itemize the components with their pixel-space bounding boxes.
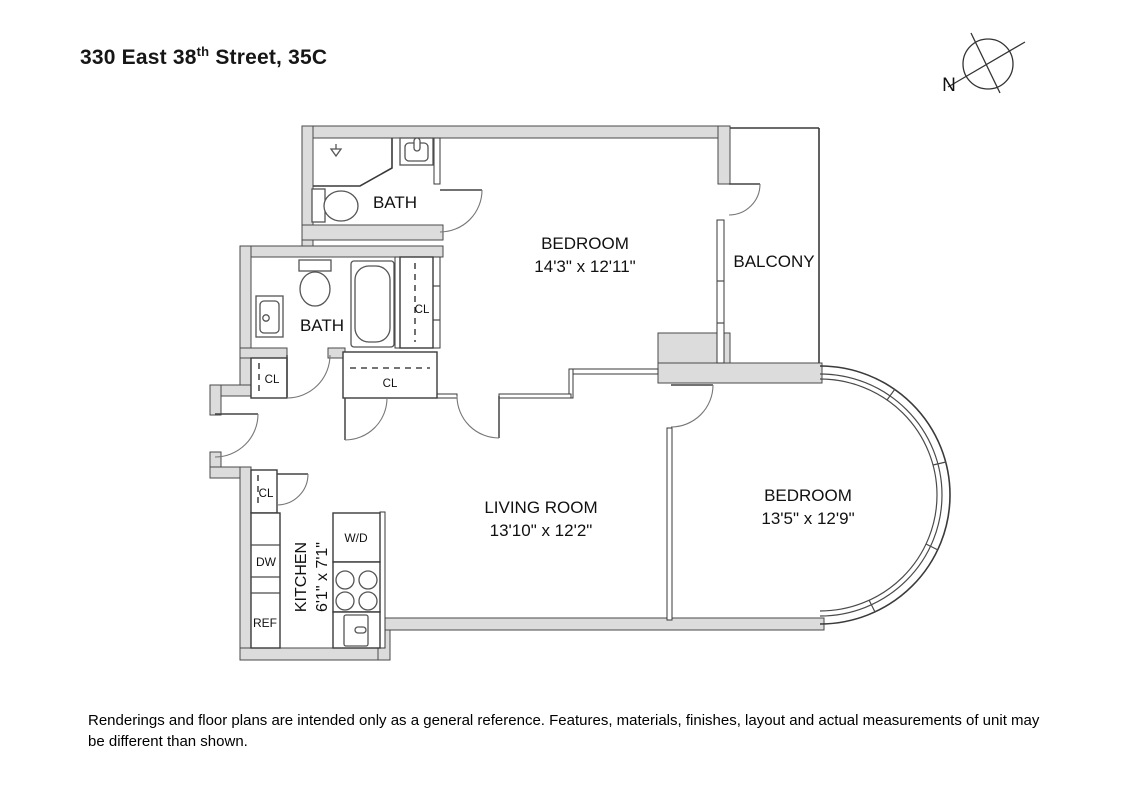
title-prefix: 330 East 38 bbox=[80, 46, 197, 69]
bedroom-top-label: BEDROOM bbox=[541, 234, 629, 253]
bath-top-label: BATH bbox=[373, 193, 417, 212]
oven-icon bbox=[332, 611, 381, 649]
balcony-label: BALCONY bbox=[733, 252, 814, 271]
curved-window-wall bbox=[819, 365, 951, 625]
door-bath-top bbox=[439, 189, 483, 233]
shower-stall bbox=[313, 138, 393, 187]
living-room-label: LIVING ROOM bbox=[484, 498, 597, 517]
door-entry bbox=[214, 413, 259, 458]
door-hall-closet bbox=[276, 473, 309, 506]
room-labels: BATH BATH BEDROOM 14'3" x 12'11" BALCONY… bbox=[293, 193, 855, 612]
living-room-dims: 13'10" x 12'2" bbox=[490, 521, 593, 540]
title-superscript: th bbox=[196, 44, 210, 59]
closet-tall: CL bbox=[399, 256, 434, 349]
north-label: N bbox=[942, 75, 956, 96]
compass-icon: N bbox=[942, 32, 1026, 96]
toilet-icon bbox=[311, 188, 359, 223]
closet-label: CL bbox=[259, 488, 274, 500]
kitchen-counter: DW REF bbox=[250, 512, 281, 649]
closet-hall: CL bbox=[250, 469, 278, 514]
closet-window bbox=[432, 256, 441, 349]
kitchen-label: KITCHEN bbox=[293, 542, 310, 612]
sink-icon bbox=[399, 137, 434, 166]
door-wide-closet bbox=[344, 397, 388, 441]
door-bedroom-right bbox=[670, 384, 714, 428]
partitions bbox=[379, 137, 673, 649]
bedroom-right-label: BEDROOM bbox=[764, 486, 852, 505]
kitchen-dims: 6'1" x 7'1" bbox=[314, 542, 331, 612]
shower-head-icon bbox=[329, 148, 343, 158]
door-living-room bbox=[456, 395, 500, 439]
bedroom-top-dims: 14'3" x 12'11" bbox=[534, 257, 635, 276]
title-suffix: Street, 35C bbox=[209, 46, 328, 69]
balcony-window bbox=[716, 219, 725, 364]
disclaimer-text: Renderings and floor plans are intended … bbox=[88, 712, 1040, 750]
closet-label: CL bbox=[265, 374, 280, 386]
stove-icon bbox=[332, 561, 381, 613]
dishwasher-label: DW bbox=[256, 555, 277, 569]
closet-wide: CL bbox=[342, 351, 438, 399]
door-balcony bbox=[728, 183, 761, 216]
sink-icon bbox=[255, 295, 284, 338]
closet-small: CL bbox=[250, 357, 288, 399]
bath-mid-label: BATH bbox=[300, 316, 344, 335]
door-bath-mid bbox=[286, 354, 331, 399]
closet-label: CL bbox=[415, 304, 430, 316]
closet-label: CL bbox=[383, 378, 398, 390]
toilet-icon bbox=[298, 259, 332, 307]
balcony-rail bbox=[730, 127, 820, 363]
bedroom-right-dims: 13'5" x 12'9" bbox=[761, 509, 854, 528]
washer-dryer: W/D bbox=[332, 512, 381, 563]
bathtub-icon bbox=[350, 260, 395, 348]
refrigerator-label: REF bbox=[253, 616, 277, 630]
page-title: 330 East 38th Street, 35C bbox=[80, 44, 327, 70]
washer-dryer-label: W/D bbox=[344, 531, 368, 545]
